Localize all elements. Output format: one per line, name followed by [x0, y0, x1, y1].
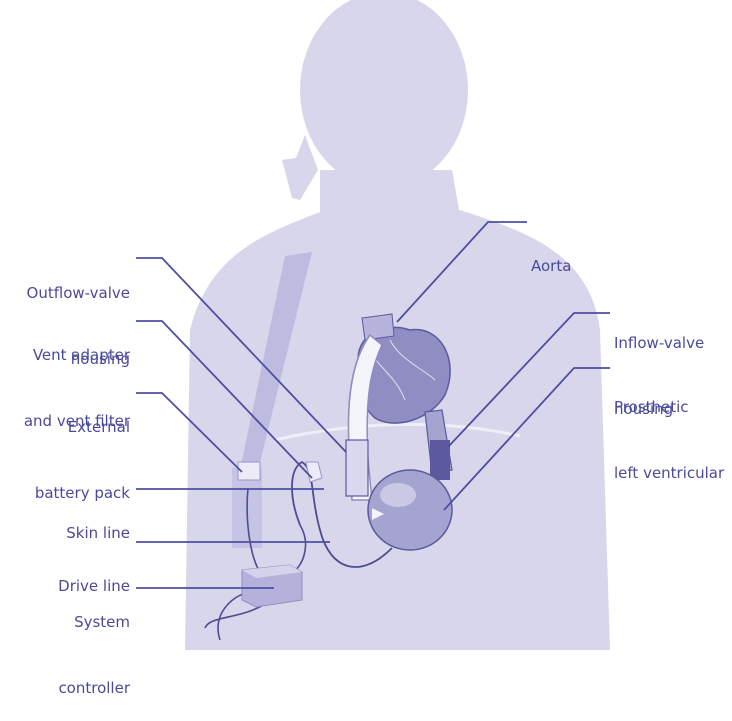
label-aorta: Aorta [531, 211, 571, 299]
label-system-controller: System controller [58, 567, 130, 721]
inflow-valve-housing-part [430, 440, 450, 480]
lvad-pump [368, 470, 452, 550]
human-silhouette [185, 0, 610, 650]
system-controller-box [242, 565, 302, 607]
label-prosthetic-left-ventricular: Prosthetic left ventricular [614, 352, 732, 506]
outflow-valve-housing-part [346, 440, 368, 496]
